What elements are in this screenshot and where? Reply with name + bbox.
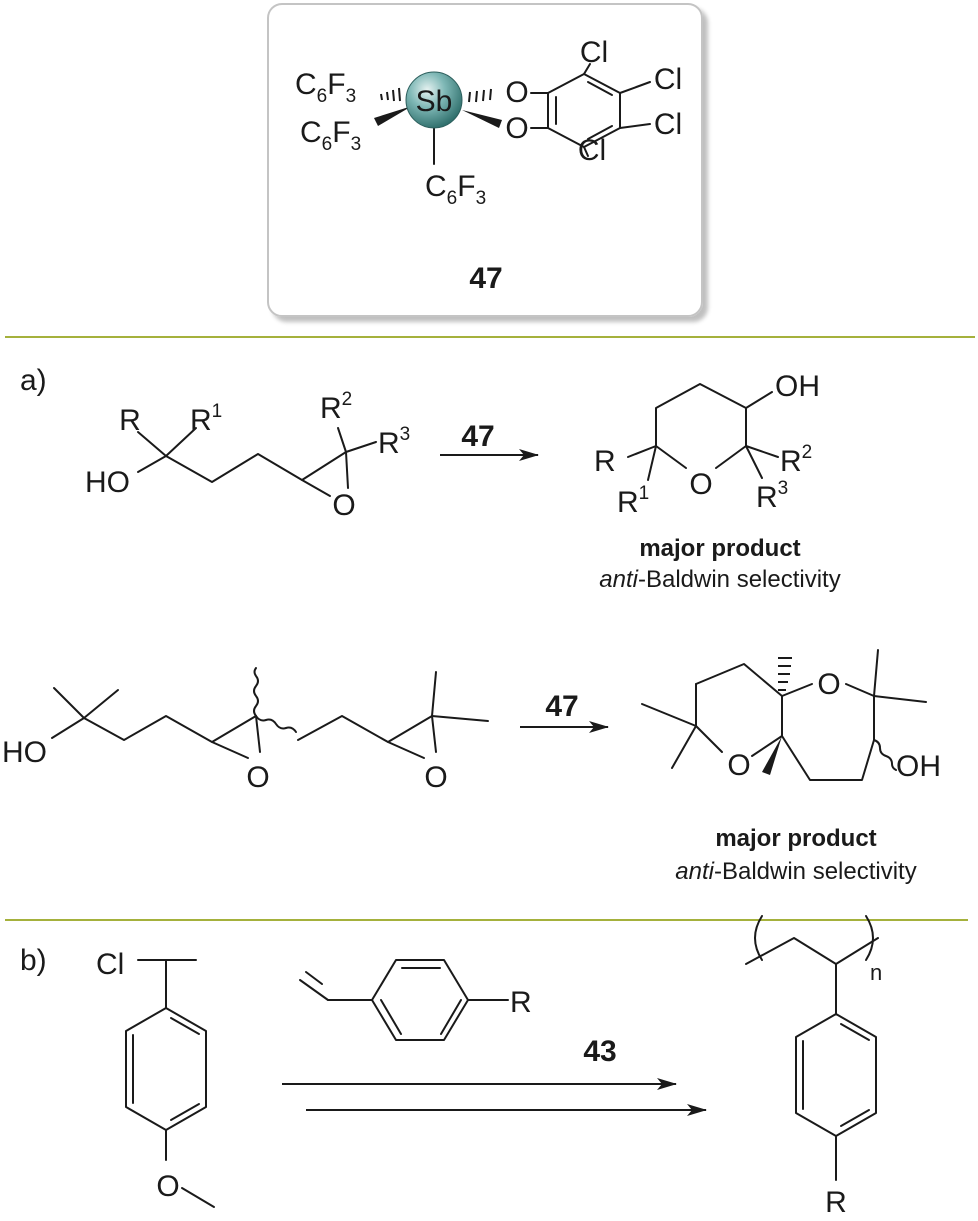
reaction1-caption-subtitle: anti-Baldwin selectivity <box>599 566 840 593</box>
svg-text:R: R <box>119 404 141 437</box>
svg-text:O: O <box>156 1170 179 1203</box>
svg-text:R2: R2 <box>780 442 812 478</box>
reaction1-caption-title: major product <box>639 535 800 562</box>
reaction1-starting-material: R R1 R2 R3 HO O <box>85 389 410 522</box>
svg-text:O: O <box>727 749 750 782</box>
section-b-starting-material: Cl O <box>96 948 215 1208</box>
section-b-product: R n <box>745 915 882 1219</box>
section-b-reagent: 43 <box>583 1035 616 1068</box>
ligand-upper: C6F3 <box>295 68 356 107</box>
reaction1-reagent: 47 <box>461 420 494 453</box>
reaction1-product: OH R R1 O R2 R3 <box>594 370 820 519</box>
chloro-3: Cl <box>654 108 682 141</box>
svg-text:HO: HO <box>85 466 130 499</box>
svg-text:R3: R3 <box>756 478 788 514</box>
svg-text:O: O <box>689 468 712 501</box>
svg-text:R3: R3 <box>378 424 410 460</box>
svg-text:R1: R1 <box>190 401 222 437</box>
wedge-methyl <box>762 736 782 775</box>
catalyst-number: 47 <box>469 262 502 295</box>
catalyst-structure: Sb O O Cl Cl Cl Cl C6F3 C6F3 C6F3 47 <box>267 3 703 317</box>
reaction2-starting-material: HO O O <box>2 667 489 794</box>
svg-text:R1: R1 <box>617 483 649 519</box>
svg-text:HO: HO <box>2 736 47 769</box>
section-b-monomer: R <box>299 959 532 1041</box>
svg-text:OH: OH <box>775 370 820 403</box>
svg-text:O: O <box>424 761 447 794</box>
metal-label: Sb <box>416 85 453 118</box>
antimony-sphere <box>405 71 463 129</box>
catechol-ring <box>547 63 651 157</box>
svg-text:R2: R2 <box>320 389 352 425</box>
reaction2-reagent: 47 <box>545 690 578 723</box>
svg-text:O: O <box>246 761 269 794</box>
oxygen-bottom: O <box>505 112 528 145</box>
svg-text:R: R <box>594 445 616 478</box>
hashed-bond-o-top <box>468 88 492 103</box>
svg-text:n: n <box>870 960 882 985</box>
reaction2-product: O O OH <box>641 649 941 783</box>
section-a-label: a) <box>20 364 47 397</box>
svg-text:OH: OH <box>896 750 941 783</box>
svg-text:Cl: Cl <box>96 948 124 981</box>
catalyst-box <box>267 3 703 317</box>
ligand-middle: C6F3 <box>300 116 361 155</box>
section-b-label: b) <box>20 944 47 977</box>
reaction2-caption-title: major product <box>715 825 876 852</box>
wedge-bond-o-bottom <box>462 110 502 128</box>
wedge-bond-middle <box>374 106 412 126</box>
chloro-1: Cl <box>580 36 608 69</box>
reaction2-caption-subtitle: anti-Baldwin selectivity <box>675 858 916 885</box>
chloro-4: Cl <box>578 134 606 167</box>
ligand-lower: C6F3 <box>425 170 486 209</box>
hashed-bond-upper <box>380 87 401 102</box>
chloro-2: Cl <box>654 63 682 96</box>
oxygen-top: O <box>505 76 528 109</box>
svg-text:R: R <box>510 986 532 1019</box>
svg-text:O: O <box>817 668 840 701</box>
svg-text:O: O <box>332 489 355 522</box>
svg-text:R: R <box>825 1186 847 1219</box>
